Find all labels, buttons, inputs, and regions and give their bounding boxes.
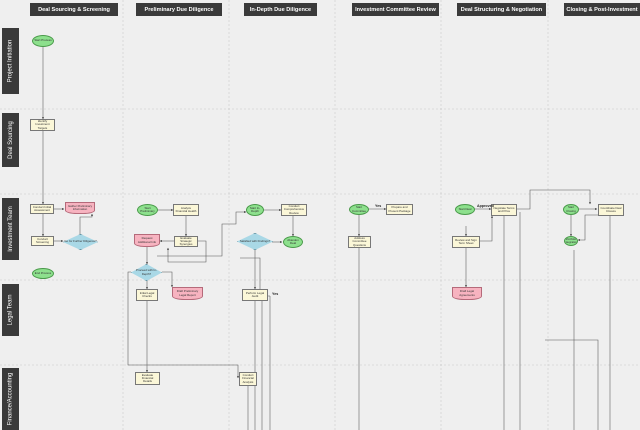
start-closing-node[interactable]: Start Closing <box>563 204 579 215</box>
yes-label: Yes <box>375 204 382 208</box>
deal-closure-node[interactable]: Coordinate Deal Closure <box>598 204 624 216</box>
committee-questions-node[interactable]: Address Committee Questions <box>348 236 371 248</box>
connector <box>162 271 174 288</box>
legal-audit-node[interactable]: Perform Legal Audit <box>242 289 268 301</box>
comprehensive-review-node[interactable]: Conduct Comprehensive Review <box>281 204 307 216</box>
connector <box>157 210 247 257</box>
column-header-structuring: Deal Structuring & Negotiation <box>457 3 546 16</box>
start-in-depth-node[interactable]: Start In-Depth <box>246 204 264 216</box>
decision-label: Go for Further Diligence? <box>64 239 97 244</box>
analyze-financial-node[interactable]: Analyze Financial Health <box>173 204 199 216</box>
column-header-in-depth: In-Depth Due Diligence <box>244 3 317 16</box>
lane-header-finance: Finance/Accounting <box>2 368 19 430</box>
decision-diamond <box>237 233 273 250</box>
start-process-node[interactable]: Start Process <box>32 35 54 47</box>
financial-details-node[interactable]: Evaluate Financial Details <box>135 372 160 385</box>
decision-diamond <box>131 264 162 281</box>
lane-header-investment-team: Investment Team <box>2 198 19 260</box>
legal-agreements-node[interactable]: Draft Legal Agreements <box>452 287 482 300</box>
identify-targets-node[interactable]: Identify Investment Targets <box>30 119 55 131</box>
column-header-preliminary: Preliminary Due Diligence <box>136 3 222 16</box>
decision-diamond <box>63 234 98 250</box>
column-header-closing: Closing & Post-Investment <box>564 3 640 16</box>
portfolio-integration-node[interactable]: Portfolio Integration <box>564 236 578 246</box>
lane-label: Project Initiation <box>7 39 14 83</box>
start-committee-node[interactable]: Start Committee <box>349 204 369 215</box>
connector <box>480 215 494 242</box>
term-sheet-node[interactable]: Review and Sign Term Sheet <box>452 236 480 248</box>
abandon-deal-node[interactable]: Abandon Deal <box>283 236 303 248</box>
lane-header-deal-sourcing: Deal Sourcing <box>2 113 19 167</box>
legal-report-node[interactable]: Draft Preliminary Legal Report <box>172 287 203 300</box>
end-process-node[interactable]: End Process <box>32 268 54 279</box>
connector <box>545 339 599 430</box>
in-depth-decision[interactable]: Proceed with In-Depth? <box>131 264 162 281</box>
start-preliminary-node[interactable]: Start Preliminary <box>137 204 158 216</box>
lane-header-project-initiation: Project Initiation <box>2 28 19 94</box>
legal-checks-node[interactable]: Initial Legal Checks <box>136 289 158 301</box>
decision-label: Satisfied with Findings? <box>239 238 271 243</box>
decision-label: Proceed with In-Depth? <box>136 268 157 276</box>
negotiate-terms-node[interactable]: Negotiate Terms and Price <box>491 204 517 216</box>
lane-label: Investment Team <box>7 206 14 252</box>
connector <box>577 214 598 242</box>
connector <box>127 271 240 379</box>
further-diligence-decision[interactable]: Go for Further Diligence? <box>63 234 98 250</box>
lane-label: Deal Sourcing <box>7 121 14 159</box>
approved-label: Approved <box>477 204 494 208</box>
yes-label: Yes <box>272 292 279 296</box>
present-package-node[interactable]: Prepare and Present Package <box>386 204 413 215</box>
satisfied-findings-decision[interactable]: Satisfied with Findings? <box>237 233 273 250</box>
lane-header-legal-team: Legal Team <box>2 284 19 336</box>
initial-assessment-node[interactable]: Conduct Initial Assessment <box>30 204 54 214</box>
column-header-committee: Investment Committee Review <box>352 3 439 16</box>
gather-info-node[interactable]: Gather Preliminary Information <box>65 202 95 214</box>
connector <box>166 240 207 263</box>
financial-analysis-node[interactable]: Conduct Financial Analysis <box>239 372 257 386</box>
start-deal-node[interactable]: Start Deal <box>455 204 475 215</box>
lane-label: Legal Team <box>7 294 14 326</box>
connector-lines <box>41 47 611 430</box>
column-header-sourcing: Deal Sourcing & Screening <box>30 3 118 16</box>
lane-label: Finance/Accounting <box>7 372 14 426</box>
connector <box>517 189 592 210</box>
connector <box>79 213 94 234</box>
conduct-screening-node[interactable]: Conduct Screening <box>31 236 54 246</box>
strategic-synergies-node[interactable]: Evaluate Strategic Synergies <box>174 236 198 247</box>
request-info-node[interactable]: Request Additional Info <box>134 234 160 247</box>
